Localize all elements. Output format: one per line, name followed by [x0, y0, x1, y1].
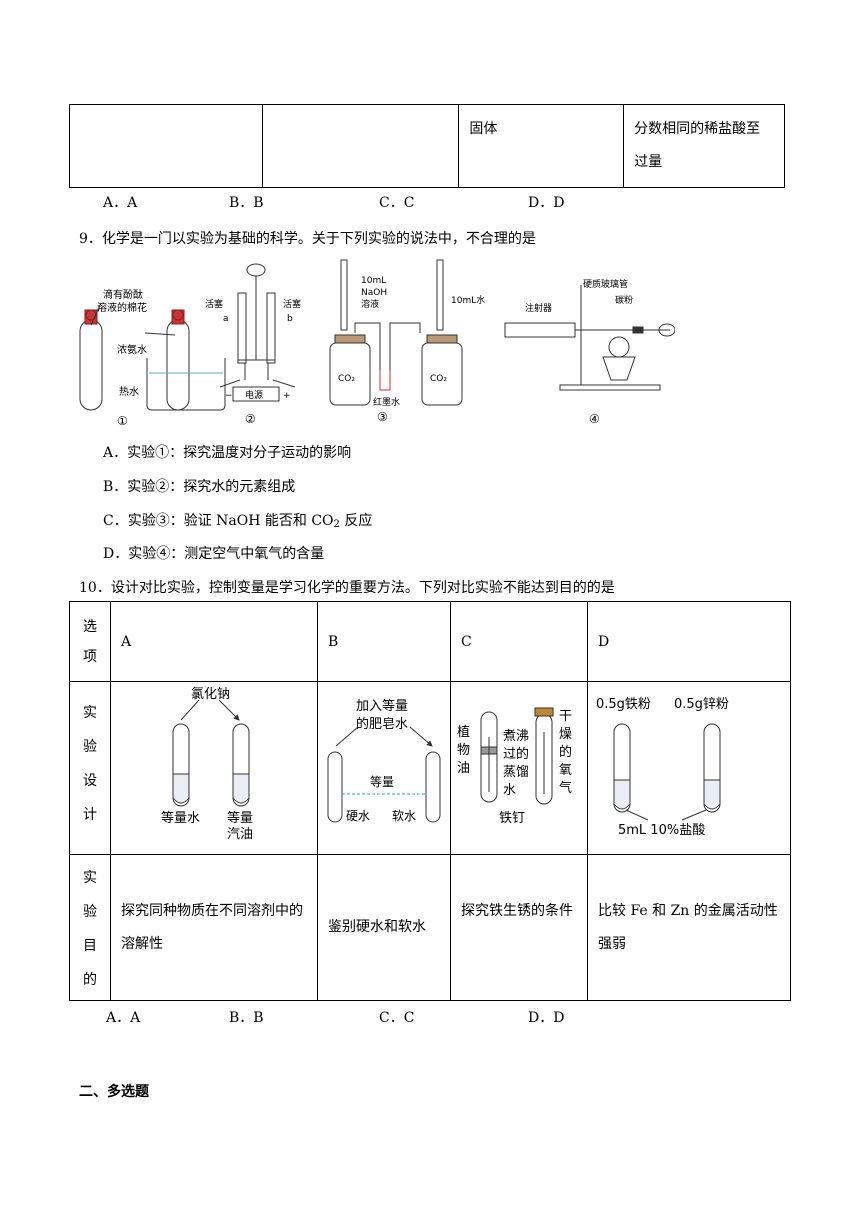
q10-option-a[interactable]: A．A: [106, 1010, 141, 1026]
e1-hotwater-label: 热水: [119, 385, 139, 398]
top-table-cell-3: 固体: [458, 104, 625, 188]
e1-ammonia-label: 浓氨水: [117, 343, 147, 356]
q9-figures: 滴有酚酞 溶液的棉花 浓氨水 热水 ① 活塞 活塞 a b 电源 − + ② 1…: [79, 259, 675, 428]
e2-minus: −: [225, 391, 233, 401]
q8-option-c[interactable]: C．C: [379, 195, 415, 211]
design-d-figure: 0.5g铁粉 0.5g锌粉 5mL 10%盐酸: [596, 697, 729, 838]
q10-option-d[interactable]: D．D: [528, 1010, 565, 1026]
svg-text:过的: 过的: [503, 746, 529, 762]
svg-text:氧: 氧: [559, 763, 572, 778]
col-head-d: D: [587, 601, 791, 682]
q10-option-b[interactable]: B．B: [229, 1010, 264, 1026]
e2-plus: +: [283, 391, 291, 401]
a-right-label-1: 等量: [227, 810, 253, 826]
design-a-figure: 氯化钠 等量水 等量 汽油: [161, 687, 253, 842]
experiment-3-figure: [329, 259, 463, 406]
e2-number: ②: [245, 412, 256, 426]
svg-text:气: 气: [559, 780, 572, 796]
c-dry-label: 干: [559, 709, 572, 724]
b-top-label-1: 加入等量: [356, 698, 408, 714]
row-head-design: 实验设计: [69, 681, 111, 855]
design-a: 氯化钠 等量水 等量 汽油: [110, 681, 318, 855]
e1-cotton-label-2: 溶液的棉花: [97, 301, 147, 314]
d-acid-label: 5mL 10%盐酸: [618, 823, 705, 838]
e2-power: 电源: [245, 389, 263, 401]
q9-option-c[interactable]: C．实验③：验证 NaOH 能否和 CO2 反应: [103, 513, 373, 530]
purpose-c: 探究铁生锈的条件: [450, 854, 588, 1001]
svg-text:水: 水: [503, 783, 516, 798]
design-c-figure: 植 物 油 煮沸 过的 蒸馏 水 干 燥 的 氧 气 铁钉: [457, 707, 572, 826]
top-table-cell-1: [69, 104, 263, 188]
b-hard-label: 硬水: [346, 809, 370, 823]
q9-option-a[interactable]: A．实验①：探究温度对分子运动的影响: [103, 445, 352, 461]
purpose-a: 探究同种物质在不同溶剂中的溶解性: [110, 854, 318, 1001]
experiment-2-figure: [219, 263, 296, 402]
d-zn-label: 0.5g锌粉: [674, 697, 729, 712]
e3-naoh-2: NaOH: [361, 288, 387, 298]
svg-text:的: 的: [559, 744, 572, 760]
q9-option-d[interactable]: D．实验④：测定空气中氧气的含量: [103, 546, 325, 562]
design-d: 0.5g铁粉 0.5g锌粉 5mL 10%盐酸: [587, 681, 791, 855]
e4-carbon: 碳粉: [615, 294, 633, 306]
b-soft-label: 软水: [392, 809, 416, 823]
a-left-label: 等量水: [161, 810, 200, 826]
top-table-cell-2: [261, 104, 460, 188]
q10-option-c[interactable]: C．C: [379, 1010, 415, 1026]
row-head-purpose: 实验目的: [69, 854, 111, 1001]
e3-ink: 红墨水: [373, 396, 400, 408]
c-oil-label: 植: [457, 725, 470, 740]
e3-naoh-1: 10mL: [361, 276, 386, 286]
section-heading: 二、多选题: [79, 1084, 149, 1100]
e4-tube: 硬质玻璃管: [583, 278, 628, 290]
purpose-d: 比较 Fe 和 Zn 的金属活动性强弱: [587, 854, 791, 1001]
e2-a: a: [223, 314, 229, 324]
a-top-label: 氯化钠: [191, 687, 230, 702]
col-head-a: A: [110, 601, 318, 682]
q9-option-b[interactable]: B．实验②：探究水的元素组成: [103, 479, 296, 495]
e1-cotton-label-1: 滴有酚酞: [103, 288, 143, 301]
e2-valve-right: 活塞: [283, 298, 301, 310]
e4-syringe: 注射器: [525, 302, 552, 314]
e3-co2-right: CO₂: [430, 374, 447, 384]
b-mid-label: 等量: [370, 775, 394, 789]
svg-text:油: 油: [457, 761, 470, 776]
e4-number: ④: [589, 412, 600, 426]
c-nail-label: 铁钉: [499, 811, 525, 826]
col-head-c: C: [450, 601, 588, 682]
e3-naoh-3: 溶液: [361, 298, 379, 310]
d-fe-label: 0.5g铁粉: [596, 697, 651, 712]
q8-option-d[interactable]: D．D: [528, 195, 565, 211]
design-b: 加入等量 的肥皂水 等量 硬水 软水: [317, 681, 451, 855]
e2-b: b: [287, 314, 293, 324]
row-head-option: 选项: [69, 601, 111, 682]
design-c: 植 物 油 煮沸 过的 蒸馏 水 干 燥 的 氧 气 铁钉: [450, 681, 588, 855]
q9-stem: 9．化学是一门以实验为基础的科学。关于下列实验的说法中，不合理的是: [79, 231, 536, 247]
design-b-figure: 加入等量 的肥皂水 等量 硬水 软水: [327, 698, 441, 823]
svg-text:物: 物: [457, 743, 470, 758]
q8-option-b[interactable]: B．B: [229, 195, 264, 211]
q8-option-a[interactable]: A．A: [103, 195, 138, 211]
c-boiled-label: 煮沸: [503, 729, 529, 744]
top-table: 固体 分数相同的稀盐酸至过量: [69, 104, 785, 188]
purpose-b: 鉴别硬水和软水: [317, 854, 451, 1001]
svg-text:燥: 燥: [559, 727, 572, 742]
e3-co2-left: CO₂: [338, 374, 355, 384]
b-top-label-2: 的肥皂水: [356, 716, 408, 732]
e1-number: ①: [117, 414, 128, 428]
top-table-cell-4: 分数相同的稀盐酸至过量: [623, 104, 785, 188]
e3-water: 10mL水: [451, 294, 485, 306]
e3-number: ③: [377, 410, 388, 424]
q10-table: 选项 A B C D 实验设计 氯化钠 等量水 等量 汽油: [69, 601, 791, 1001]
experiment-4-figure: [504, 285, 675, 391]
svg-text:蒸馏: 蒸馏: [503, 765, 529, 780]
col-head-b: B: [317, 601, 451, 682]
q10-stem: 10．设计对比实验，控制变量是学习化学的重要方法。下列对比实验不能达到目的的是: [79, 580, 615, 596]
experiment-1-figure: [79, 302, 226, 411]
a-right-label-2: 汽油: [227, 827, 253, 842]
e2-valve-left: 活塞: [205, 298, 223, 310]
